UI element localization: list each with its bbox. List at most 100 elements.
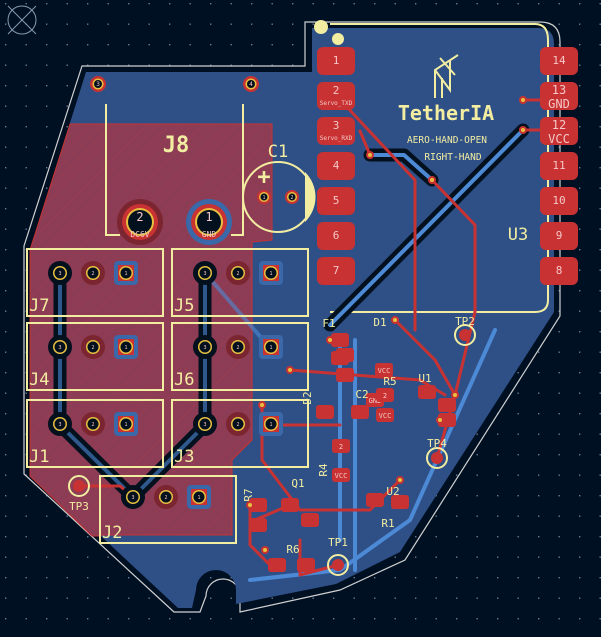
smd-pad[interactable] xyxy=(281,498,299,512)
pin-1[interactable]: 1 xyxy=(259,261,283,285)
pin-number: 2 xyxy=(164,495,167,501)
part-r6[interactable]: R6 xyxy=(268,543,315,572)
test-point-tp2[interactable]: TP2 xyxy=(454,315,476,346)
part-ref: Q1 xyxy=(291,477,304,490)
u3-pad-14[interactable]: 14 xyxy=(540,47,578,75)
part-d1[interactable]: D1 xyxy=(336,316,387,382)
pin-2[interactable]: 2 xyxy=(81,412,105,436)
smd-pad[interactable] xyxy=(249,498,267,512)
u3-pad-11[interactable]: 11 xyxy=(540,152,578,180)
part-u1[interactable]: U1 xyxy=(418,372,456,427)
part-r1[interactable]: R1 xyxy=(381,517,394,530)
test-point-ref: TP1 xyxy=(328,536,348,549)
test-point-ref: TP4 xyxy=(427,437,447,450)
pin-3[interactable]: 3 xyxy=(48,335,72,359)
smd-pad[interactable] xyxy=(376,388,394,402)
smd-pad[interactable] xyxy=(376,408,394,422)
pin-2[interactable]: 2 xyxy=(226,335,250,359)
pin-2[interactable]: 2 xyxy=(81,261,105,285)
smd-pad[interactable] xyxy=(316,405,334,419)
pin-1[interactable]: 1 xyxy=(114,412,138,436)
pin-2[interactable]: 2 xyxy=(226,412,250,436)
pin-2[interactable]: 2 xyxy=(81,335,105,359)
pin-3[interactable]: 3 xyxy=(121,485,145,509)
smd-pad[interactable] xyxy=(249,518,267,532)
smd-pad[interactable] xyxy=(332,439,350,453)
part-ref: R5 xyxy=(383,375,396,388)
tetheria-logo: TetherIA AERO-HAND-OPEN RIGHT-HAND xyxy=(398,54,494,163)
j8-pad-1-gnd[interactable]: 1 GND xyxy=(186,199,232,245)
connector-ref: J1 xyxy=(29,447,49,467)
part-r7[interactable]: R7 xyxy=(242,488,267,532)
u3-pad-6[interactable]: 6 xyxy=(317,222,355,250)
smd-pad[interactable] xyxy=(418,385,436,399)
u3-pad-1[interactable]: 1 xyxy=(317,47,355,75)
pin-1[interactable]: 1 xyxy=(114,335,138,359)
part-q1[interactable]: Q1 xyxy=(281,477,319,527)
svg-text:1: 1 xyxy=(205,210,212,224)
smd-pad[interactable] xyxy=(301,513,319,527)
u3-pad-9[interactable]: 9 xyxy=(540,222,578,250)
smd-pad[interactable] xyxy=(336,348,354,362)
smd-pad[interactable] xyxy=(331,333,349,347)
u3-pad-number: 1 xyxy=(333,54,340,67)
smd-pad[interactable] xyxy=(351,405,369,419)
j8-pad-3[interactable]: 3 xyxy=(90,76,106,92)
pin-3[interactable]: 3 xyxy=(193,261,217,285)
pin-3[interactable]: 3 xyxy=(48,412,72,436)
svg-text:2: 2 xyxy=(136,210,143,224)
pin-2[interactable]: 2 xyxy=(154,485,178,509)
test-point-ref: TP3 xyxy=(69,500,89,513)
connector-j8[interactable]: J8 3 4 2 DC6V 1 GND xyxy=(90,76,259,245)
pin-1[interactable]: 1 xyxy=(114,261,138,285)
smd-pad[interactable] xyxy=(438,398,456,412)
pin-1[interactable]: 1 xyxy=(259,335,283,359)
pin-3[interactable]: 3 xyxy=(193,335,217,359)
u3-pad-5[interactable]: 5 xyxy=(317,187,355,215)
test-point-tp1[interactable]: TP1 xyxy=(327,536,349,576)
part-d2[interactable]: D2 xyxy=(301,391,369,419)
smd-pad[interactable] xyxy=(268,558,286,572)
pin-1[interactable]: 1 xyxy=(259,412,283,436)
test-point-tp3[interactable]: TP3 xyxy=(68,475,90,513)
u3-pad-4[interactable]: 4 xyxy=(317,152,355,180)
u3-pad-7[interactable]: 7 xyxy=(317,257,355,285)
pin-3[interactable]: 3 xyxy=(48,261,72,285)
pin-1[interactable]: 1 xyxy=(187,485,211,509)
pin-number: 3 xyxy=(131,495,134,501)
smd-pad[interactable] xyxy=(438,413,456,427)
pin-2[interactable]: 2 xyxy=(226,261,250,285)
smd-pad[interactable] xyxy=(391,495,409,509)
part-ref: U1 xyxy=(418,372,431,385)
smd-pad[interactable] xyxy=(336,368,354,382)
j8-pad-4[interactable]: 4 xyxy=(243,76,259,92)
smd-pad[interactable] xyxy=(297,558,315,572)
smd-pad[interactable] xyxy=(332,468,350,482)
u3-pad-10[interactable]: 10 xyxy=(540,187,578,215)
smd-pad[interactable] xyxy=(375,363,393,377)
pin-3[interactable]: 3 xyxy=(193,412,217,436)
svg-text:DC6V: DC6V xyxy=(130,230,149,239)
u3-pad-8[interactable]: 8 xyxy=(540,257,578,285)
capacitor-c1[interactable]: C1 + 1 2 xyxy=(242,142,316,233)
part-ref: C2 xyxy=(355,388,368,401)
smd-pad[interactable] xyxy=(366,493,384,507)
test-point-tp4[interactable]: TP4 xyxy=(426,437,448,469)
part-u2[interactable]: U2 xyxy=(366,485,409,509)
j8-pad-2-dc6v[interactable]: 2 DC6V xyxy=(117,199,163,245)
